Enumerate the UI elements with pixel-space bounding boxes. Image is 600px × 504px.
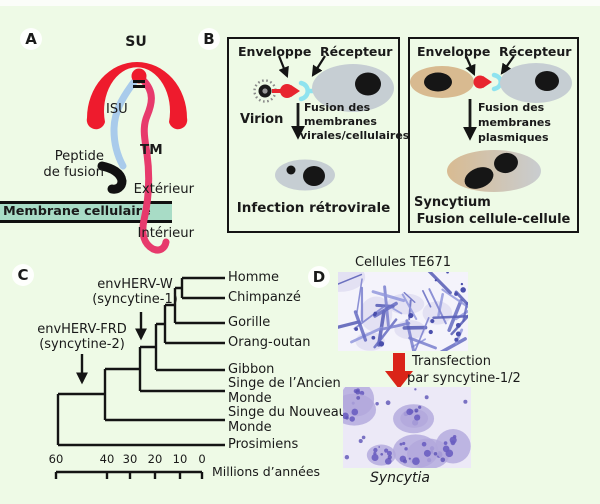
- membrane-label: Membrane cellulaire: [3, 204, 151, 219]
- envelope-stem-shape: [272, 89, 282, 93]
- enveloppe-arrow-icon: [464, 55, 476, 77]
- fusion-peptide-shape: [97, 161, 127, 194]
- recepteur-label: Récepteur: [320, 44, 393, 59]
- fusion-peptide-label-line1: Peptide: [54, 149, 104, 164]
- taxon-label-homme: Homme: [228, 270, 280, 285]
- receptor-shape: [298, 80, 310, 102]
- envelope-tip-shape: [291, 85, 300, 97]
- phylogenetic-tree-svg: [54, 276, 225, 479]
- membrane-band: Membrane cellulaire: [0, 201, 172, 223]
- disulfide-bond-icon: [133, 80, 145, 83]
- top-margin-strip: [0, 0, 600, 6]
- annotation-herv-w-line1: envHERV-W: [97, 277, 173, 292]
- target-cell-nucleus: [355, 72, 381, 96]
- tree-branches: [56, 276, 225, 447]
- syncytium-nucleus: [494, 152, 518, 174]
- fusion-peptide-label-line2: de fusion: [43, 165, 104, 180]
- time-axis-label: Millions d’années: [212, 464, 321, 479]
- transfection-label-line1: Transfection: [412, 354, 491, 369]
- infected-cell-nucleus: [303, 166, 325, 186]
- axis-tick-label: 40: [99, 452, 115, 466]
- receptor-shape: [491, 72, 503, 92]
- exterior-label: Extérieur: [133, 182, 194, 197]
- donor-cell-nucleus: [424, 72, 452, 92]
- annotation-herv-frd-line1: envHERV-FRD: [37, 322, 127, 337]
- taxon-label-chimpanze: Chimpanzé: [228, 290, 301, 305]
- enveloppe-label: Enveloppe: [417, 44, 491, 59]
- axis-tick-label: 10: [172, 452, 188, 466]
- fusion-text-line: membranes: [478, 116, 551, 129]
- target-cell-nucleus: [535, 71, 559, 91]
- annotation-herv-frd-line2: (syncytine-2): [39, 337, 125, 352]
- annotation-herv-w: envHERV-W (syncytine-1): [75, 277, 195, 307]
- transfection-label-line2: par syncytine-1/2: [407, 371, 521, 386]
- taxon-label-gibbon: Gibbon: [228, 362, 275, 377]
- isu-label: ISU: [106, 102, 128, 117]
- syncytium-cell-shape: [447, 150, 541, 192]
- syncytium-nucleus: [464, 167, 494, 189]
- taxon-label-gorille: Gorille: [228, 315, 271, 330]
- transfection-arrow-icon: [385, 353, 413, 389]
- fusion-text-line: Fusion des: [478, 101, 545, 114]
- annotation-herv-w-line2: (syncytine-1): [92, 292, 178, 307]
- panel-b-label: B: [198, 28, 220, 50]
- micrograph-te671: [338, 272, 468, 351]
- su-protein-shape: [86, 62, 188, 130]
- viral-particle-dot: [286, 165, 296, 175]
- enveloppe-arrow-icon: [277, 55, 289, 79]
- enveloppe-label: Enveloppe: [238, 44, 312, 59]
- taxon-label-singe-ancien-monde: Singe de l’Ancien Monde: [228, 376, 341, 406]
- retroviral-infection-box: Enveloppe Récepteur Virion Fusion des me…: [227, 37, 409, 233]
- envelope-protein-diagram: [86, 62, 188, 254]
- cell-cell-fusion-box: Enveloppe Récepteur Fusion des membranes…: [408, 37, 579, 233]
- virion-center-icon: [262, 88, 268, 94]
- isu-strand-shape: [110, 78, 138, 170]
- recepteur-arrow-icon: [500, 55, 515, 75]
- micrograph-syncytia: [343, 387, 471, 468]
- interior-label: Intérieur: [137, 226, 194, 241]
- virion-label: Virion: [240, 112, 284, 127]
- cell-cell-caption: Fusion cellule-cellule: [416, 212, 571, 227]
- taxon-label-prosimiens: Prosimiens: [228, 437, 299, 452]
- su-knob-shape: [131, 68, 147, 84]
- taxon-label-orang-outan: Orang-outan: [228, 335, 311, 350]
- tm-label: TM: [140, 142, 163, 158]
- panel-c-label: C: [12, 264, 34, 286]
- envelope-tip-shape: [483, 76, 492, 88]
- fusion-text-line: virales/cellulaires: [300, 129, 410, 142]
- micrograph-title: Cellules TE671: [354, 255, 452, 270]
- fusion-text-line: plasmiques: [478, 131, 549, 144]
- su-label: SU: [125, 34, 147, 50]
- axis-tick-label: 30: [122, 452, 138, 466]
- taxon-label-singe-nouveau-monde: Singe du Nouveau Monde: [228, 405, 347, 435]
- disulfide-bond-icon: [133, 85, 145, 88]
- recepteur-arrow-icon: [311, 55, 326, 77]
- axis-tick-label: 0: [198, 452, 206, 466]
- syncytium-label: Syncytium: [414, 195, 491, 210]
- time-axis: [54, 470, 204, 479]
- annotation-herv-frd: envHERV-FRD (syncytine-2): [22, 322, 142, 352]
- retroviral-caption: Infection rétrovirale: [236, 200, 391, 216]
- retroviral-diagram: [253, 55, 394, 191]
- fusion-text-line: Fusion des: [304, 101, 371, 114]
- axis-tick-label: 60: [48, 452, 64, 466]
- panel-a-label: A: [20, 28, 42, 50]
- syncytia-caption: Syncytia: [370, 470, 430, 486]
- recepteur-label: Récepteur: [499, 44, 572, 59]
- envelope-protein-shape: [280, 84, 294, 98]
- panel-d-label: D: [308, 266, 330, 288]
- cell-cell-diagram: [410, 55, 572, 192]
- axis-tick-label: 20: [147, 452, 163, 466]
- tm-strand-shape: [139, 76, 170, 254]
- fusion-text-line: membranes: [304, 115, 377, 128]
- fusion-peptide-label: Peptide de fusion: [26, 149, 104, 181]
